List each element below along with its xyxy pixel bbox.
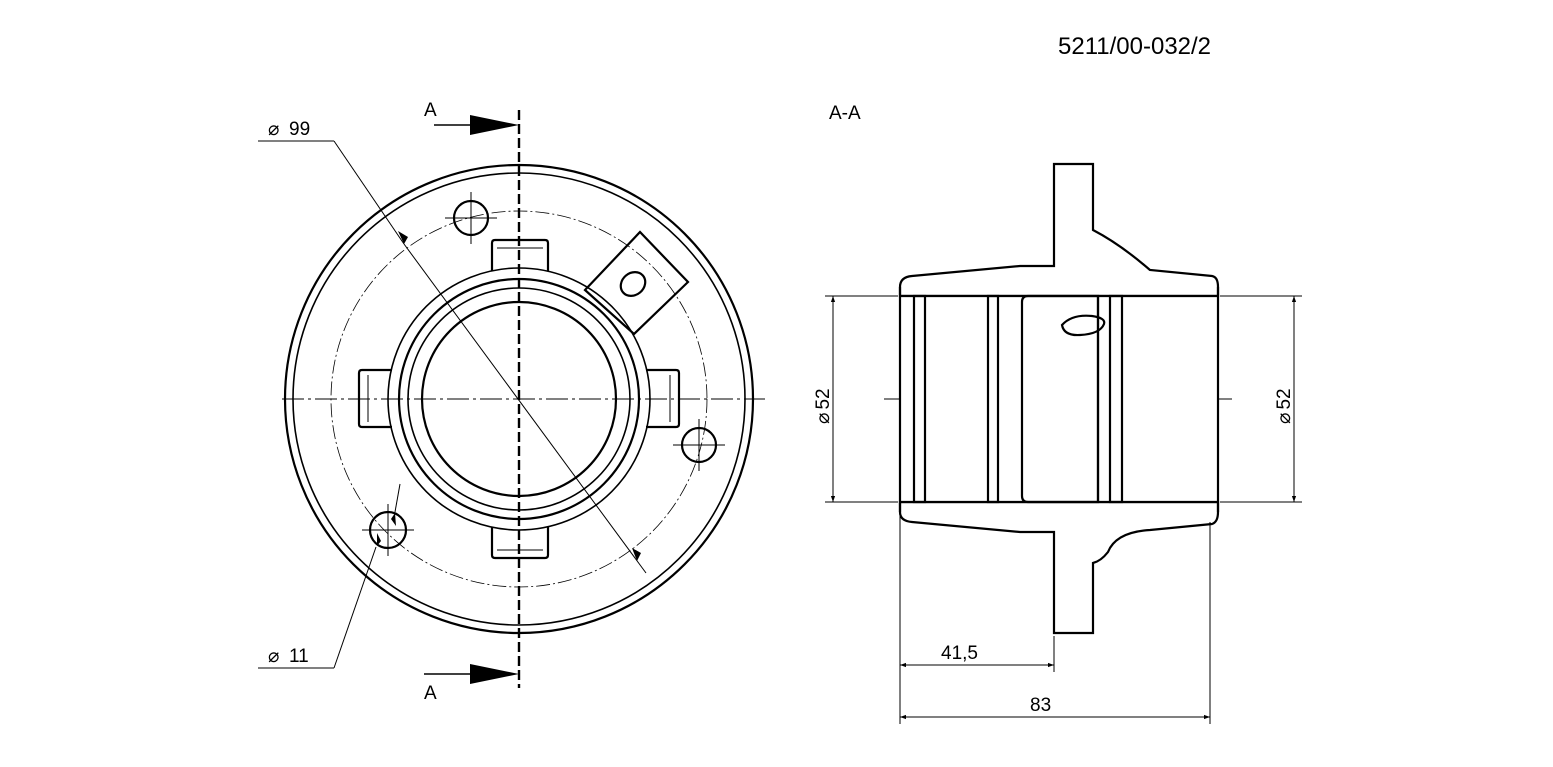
bolt-hole-top [445,192,497,244]
pitch-diameter-dimension [258,140,647,574]
groove-1 [912,294,927,504]
section-arrow-top [434,115,519,135]
right-bore-value: 52 [1274,388,1295,409]
part-number: 5211/00-032/2 [1058,33,1211,60]
lower-hatched-section [898,500,1220,635]
section-view-title: A-A [829,103,861,124]
front-view: A A ⌀ 99 ⌀ 11 [258,100,765,704]
overall-length-dimension [900,522,1211,724]
groove-2 [986,294,1000,504]
hole-diameter-value: 11 [289,646,309,667]
flange-offset-value: 41,5 [941,643,978,664]
oil-slot [1060,314,1106,337]
left-bore-dimension [825,295,898,503]
angled-tab [583,230,690,336]
hole-diameter-dimension [258,483,401,669]
right-bore-value-group: ⌀ 52 [1274,388,1295,424]
hole-diameter-symbol: ⌀ [268,646,279,667]
left-bore-value: 52 [813,388,834,409]
lug-left [357,368,392,429]
pitch-diameter-symbol: ⌀ [268,119,279,140]
lug-right [646,368,681,429]
section-label-top: A [424,100,437,121]
left-bore-value-group: ⌀ 52 [813,388,834,424]
bolt-hole-bottom-left [362,504,414,556]
flange-offset-dimension [899,514,1055,724]
section-view: A-A [813,103,1302,724]
right-bore-symbol: ⌀ [1274,413,1295,424]
left-bore-symbol: ⌀ [813,413,834,424]
bolt-hole-right [673,419,725,471]
pitch-diameter-value: 99 [289,119,310,140]
right-bore-dimension [1220,295,1302,503]
section-arrow-bottom [424,664,519,684]
section-label-bottom: A [424,683,437,704]
overall-length-value: 83 [1030,695,1051,716]
upper-hatched-section [898,162,1220,298]
